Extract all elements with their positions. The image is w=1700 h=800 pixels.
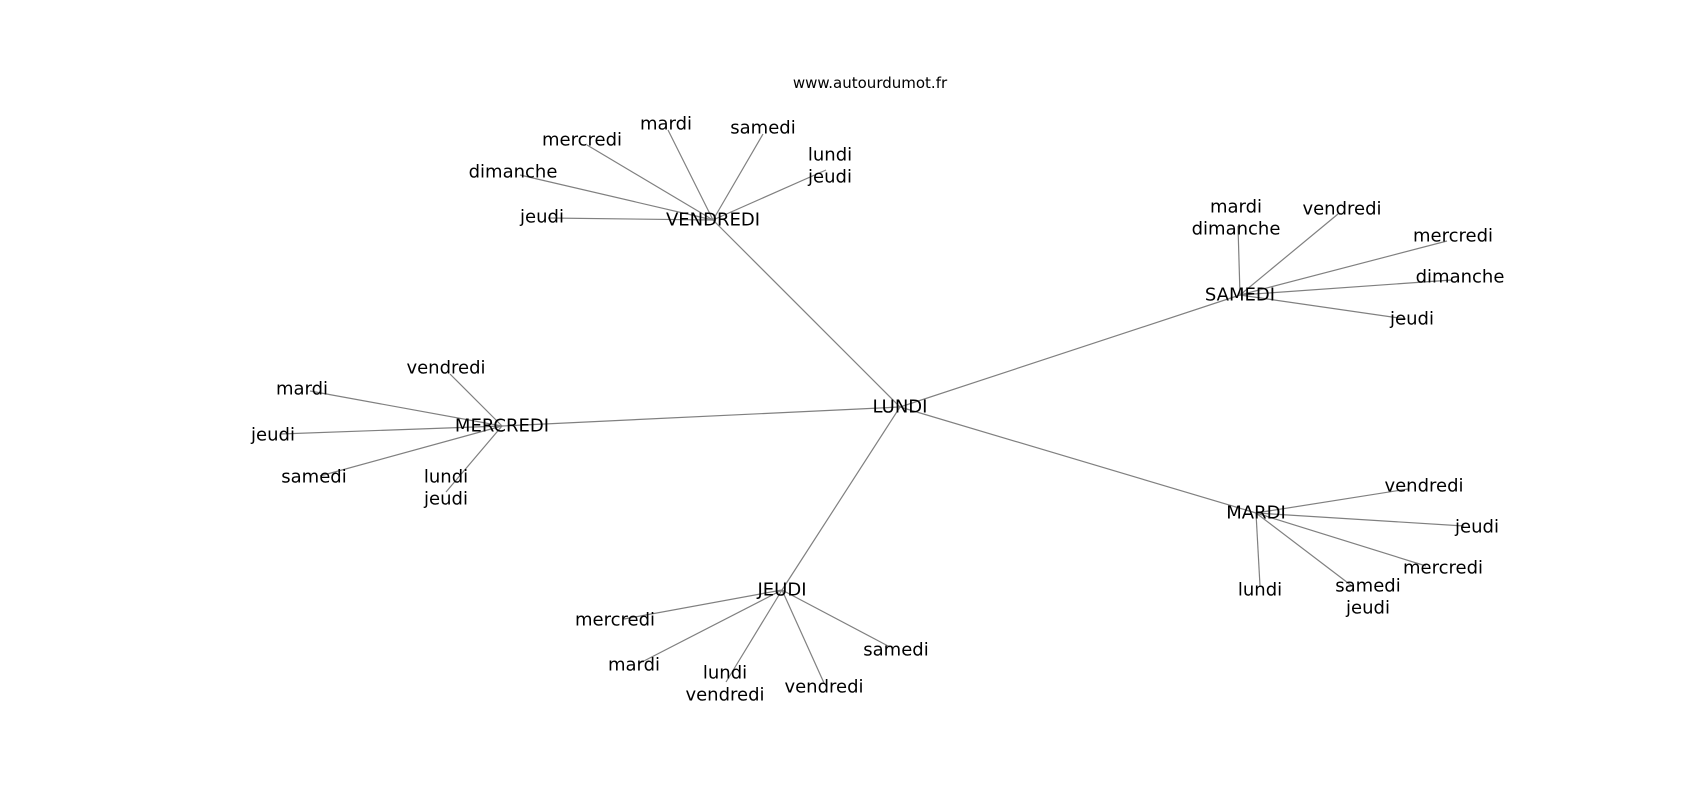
edge-jeudi-leaf-2: [725, 589, 783, 683]
edge-vendredi-leaf-3: [712, 169, 827, 221]
edge-mardi-leaf-2: [1255, 512, 1427, 567]
leaf-label-samedi-4: jeudi: [1389, 309, 1434, 330]
leaf-label-mercredi-2: jeudi: [250, 425, 295, 446]
edge-mercredi-leaf-0: [449, 373, 503, 427]
edge-jeudi-leaf-1: [639, 589, 783, 664]
leaf-label-jeudi-1: mardi: [608, 655, 660, 676]
leaf-label-samedi-2: mercredi: [1413, 226, 1493, 247]
edge-mercredi-leaf-3: [319, 425, 503, 477]
edge-vendredi-leaf-5: [547, 217, 714, 221]
edge-jeudi-leaf-4: [781, 589, 891, 648]
leaf-label-vendredi-2: mercredi: [542, 130, 622, 151]
center-node-label: LUNDI: [873, 397, 928, 418]
leaf-label-jeudi-4: samedi: [863, 640, 928, 661]
leaf-label-vendredi-0: mardi: [640, 114, 692, 135]
edge-samedi-leaf-2: [1239, 240, 1448, 296]
edge-mardi-leaf-1: [1255, 512, 1465, 527]
hub-label-mardi: MARDI: [1226, 503, 1286, 524]
edge-samedi-leaf-3: [1239, 279, 1453, 296]
edge-vendredi-leaf-1: [712, 133, 764, 221]
hub-label-vendredi: VENDREDI: [666, 210, 760, 231]
hub-label-samedi: SAMEDI: [1205, 285, 1275, 306]
edge-vendredi-leaf-4: [519, 174, 714, 221]
edge-samedi-leaf-1: [1239, 213, 1339, 296]
edge-mercredi-leaf-2: [279, 425, 503, 435]
edge-center-samedi: [899, 294, 1241, 408]
edge-samedi-leaf-0: [1237, 225, 1241, 296]
leaf-label-samedi-1: vendredi: [1302, 199, 1381, 220]
leaf-label-mercredi-1: mardi: [276, 379, 328, 400]
leaf-label-mercredi-0: vendredi: [406, 358, 485, 379]
leaf-label-jeudi-3: vendredi: [784, 677, 863, 698]
hub-label-mercredi: MERCREDI: [455, 416, 549, 437]
leaf-label-mardi-1: jeudi: [1454, 517, 1499, 538]
edge-mercredi-leaf-4: [445, 425, 503, 493]
edge-center-mardi: [899, 406, 1257, 514]
leaf-label-vendredi-5: jeudi: [519, 207, 564, 228]
edge-vendredi-leaf-2: [586, 144, 714, 221]
edge-mardi-leaf-4: [1255, 512, 1353, 587]
edge-mardi-leaf-0: [1255, 488, 1409, 514]
edge-mardi-leaf-3: [1255, 512, 1261, 587]
edge-mercredi-leaf-1: [309, 390, 503, 427]
leaf-label-mardi-0: vendredi: [1384, 476, 1463, 497]
edge-jeudi-leaf-0: [623, 589, 783, 620]
edge-samedi-leaf-4: [1239, 294, 1407, 320]
leaf-label-vendredi-1: samedi: [730, 118, 795, 139]
edge-center-vendredi: [712, 219, 901, 408]
leaf-label-mardi-3: lundi: [1238, 580, 1282, 601]
hub-label-jeudi: JEUDI: [756, 580, 806, 601]
edge-center-jeudi: [781, 406, 901, 591]
edge-vendredi-leaf-0: [667, 129, 714, 221]
leaf-label-mardi-2: mercredi: [1403, 558, 1483, 579]
leaf-label-vendredi-4: dimanche: [469, 162, 558, 183]
watermark: www.autourdumot.fr: [793, 74, 948, 92]
leaf-label-mercredi-3: samedi: [281, 467, 346, 488]
edge-center-mercredi: [501, 406, 901, 427]
leaf-label-samedi-3: dimanche: [1416, 267, 1505, 288]
edge-jeudi-leaf-3: [781, 589, 825, 684]
edges: [279, 129, 1465, 684]
leaf-label-jeudi-0: mercredi: [575, 610, 655, 631]
